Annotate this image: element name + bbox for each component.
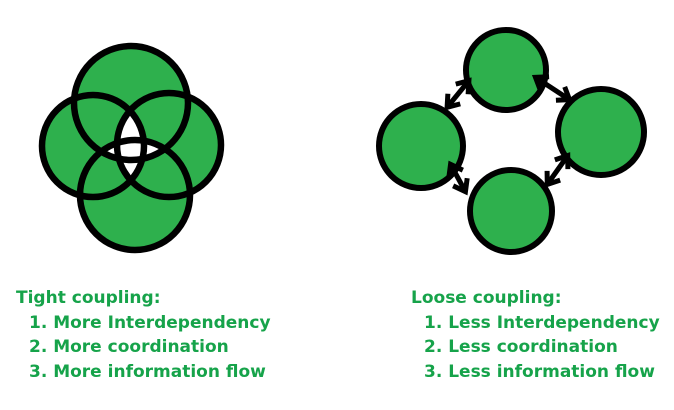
double-arrow-bottom-left xyxy=(446,160,470,196)
loose-coupling-item-1: 1. Less Interdependency xyxy=(424,312,660,333)
tight-circle-bottom xyxy=(80,140,190,250)
tight-circle-top-outline xyxy=(70,42,192,164)
loose-circle-bottom xyxy=(467,167,555,255)
double-arrow-top-left xyxy=(444,77,472,111)
tight-coupling-item-3: 3. More information flow xyxy=(29,361,266,382)
tight-coupling-item-2: 2. More coordination xyxy=(29,337,229,357)
tight-coupling-item-1: 1. More Interdependency xyxy=(29,312,271,333)
tight-coupling-label-block: Tight coupling: 1. More Interdependency … xyxy=(16,286,271,384)
loose-coupling-item-3: 3. Less information flow xyxy=(424,361,655,382)
double-arrow-top-right xyxy=(531,74,574,103)
loose-coupling-item-2: 2. Less coordination xyxy=(424,337,618,357)
loose-coupling-label-block: Loose coupling: 1. Less Interdependency … xyxy=(411,286,660,384)
tight-circle-left-outline xyxy=(38,91,148,201)
tight-coupling-figure xyxy=(38,42,225,254)
loose-circle-left xyxy=(376,101,466,191)
loose-coupling-title: Loose coupling: xyxy=(411,288,562,308)
double-arrow-bottom-right xyxy=(544,152,571,188)
loose-coupling-figure xyxy=(376,27,647,255)
tight-coupling-title: Tight coupling: xyxy=(16,288,161,308)
loose-circle-right xyxy=(555,86,647,178)
tight-circle-bottom-outline xyxy=(76,136,194,254)
loose-circle-top xyxy=(463,27,549,113)
